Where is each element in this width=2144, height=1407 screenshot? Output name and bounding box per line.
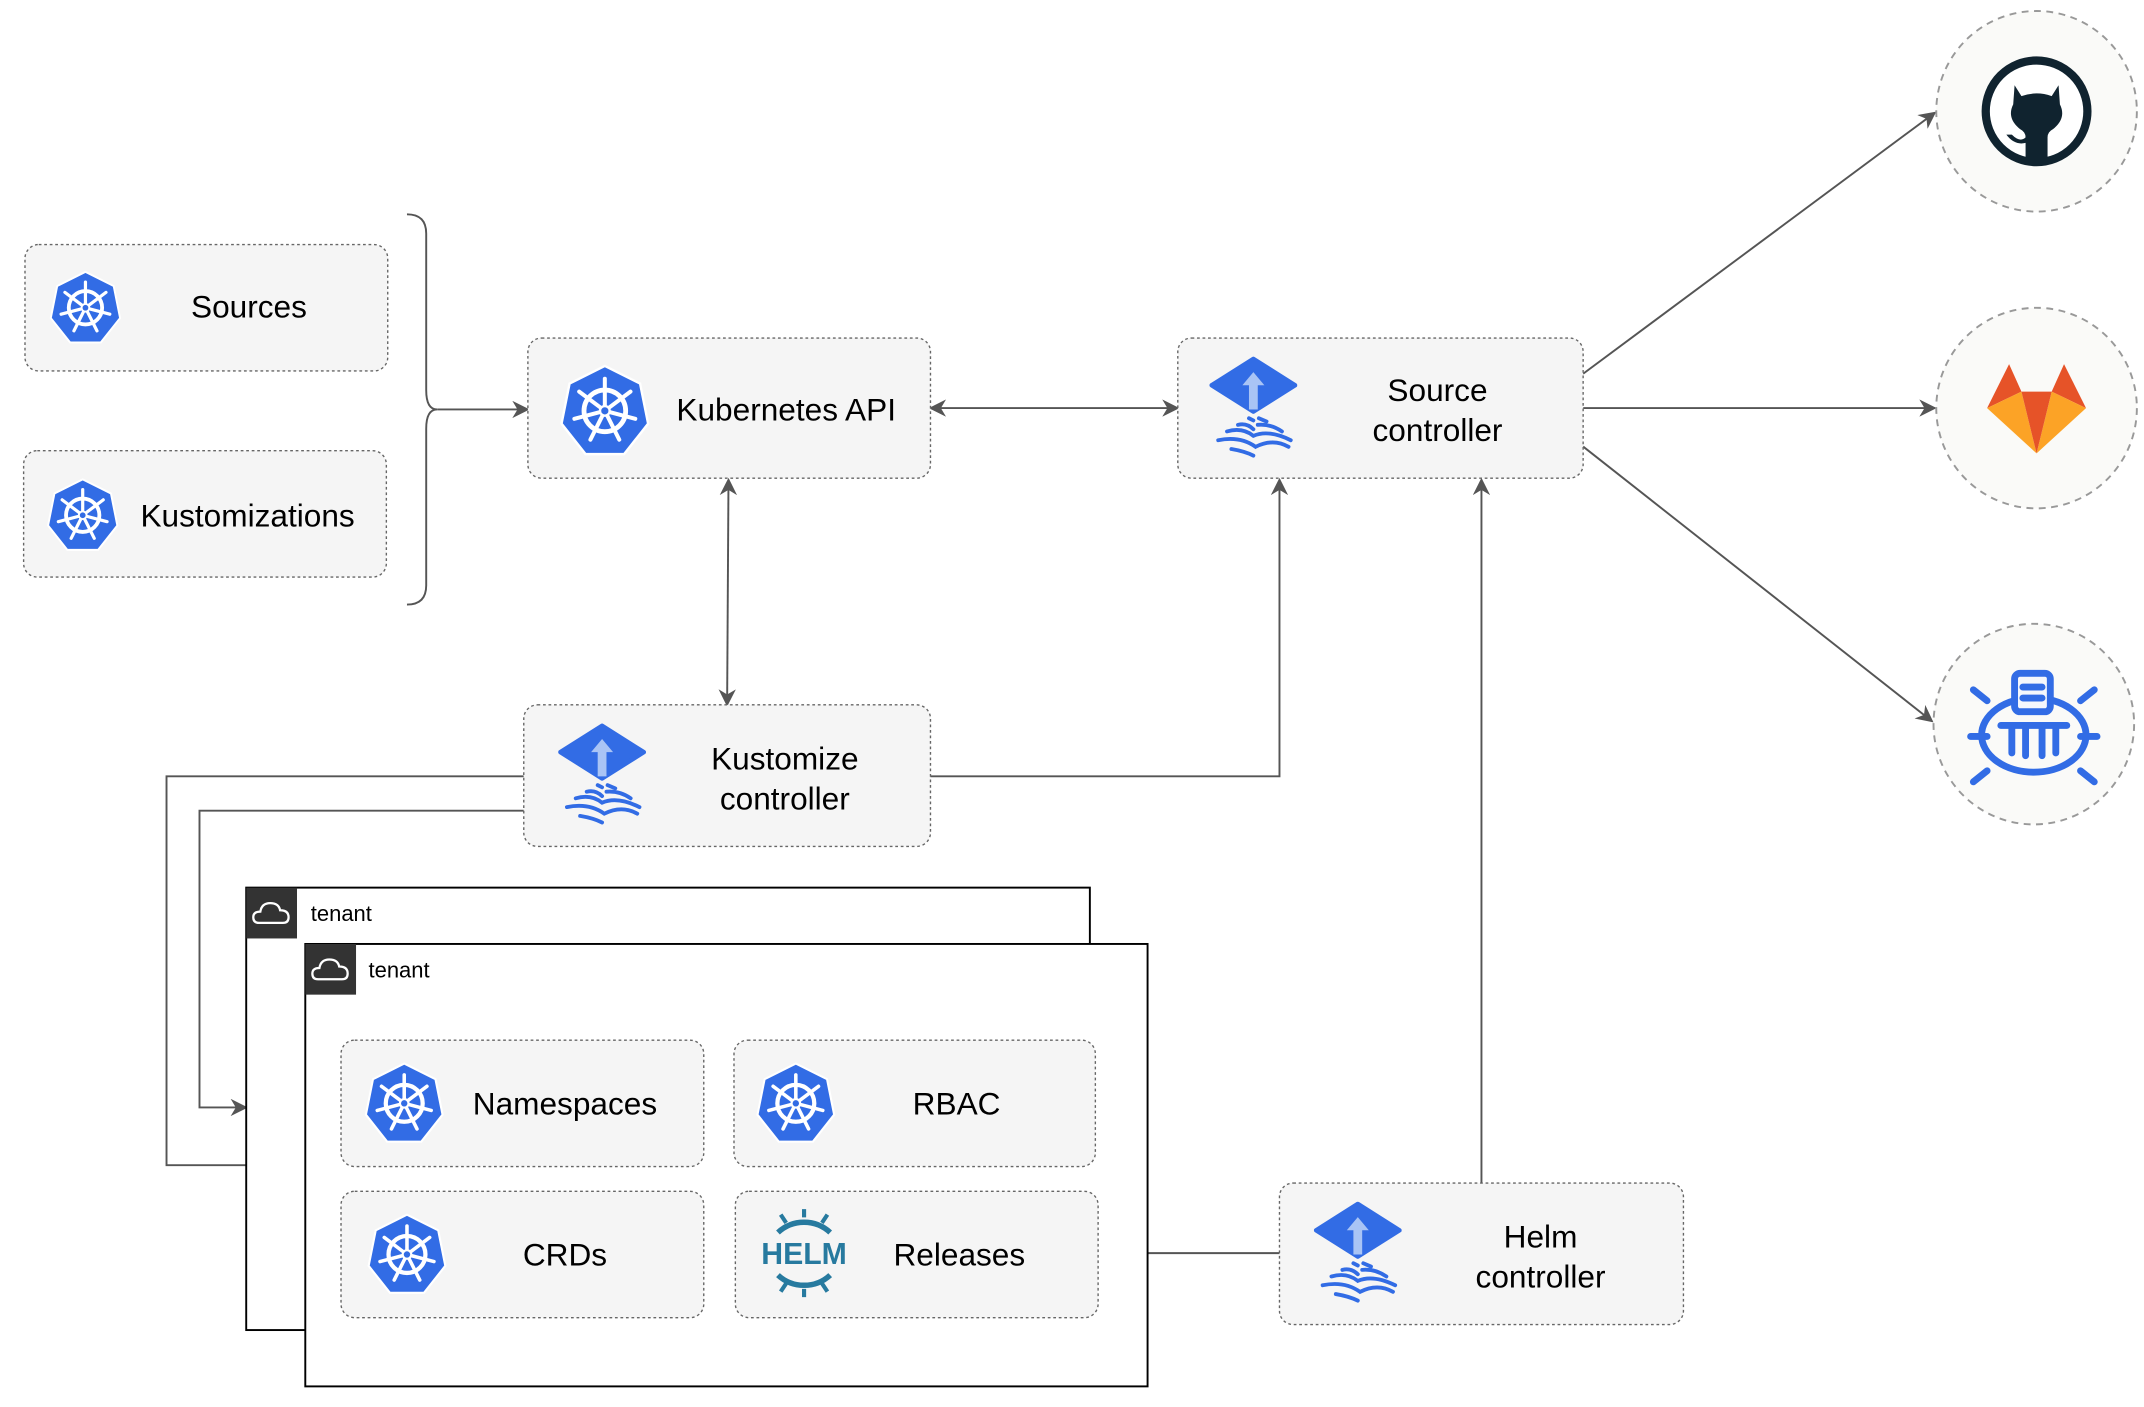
node-label: RBAC (913, 1085, 1001, 1121)
edge-kustomize-to-source (930, 477, 1289, 778)
node-label: Namespaces (473, 1085, 657, 1121)
tenant-group-front[interactable]: tenant Namespaces RBAC CRDs HELM Release… (304, 942, 1149, 1388)
node-label: Releases (893, 1236, 1025, 1272)
node-helm-controller[interactable]: Helm controller (1278, 1182, 1685, 1326)
tenant-label: tenant (311, 901, 372, 926)
node-label: Kustomize (711, 740, 858, 776)
node-label: Kustomizations (140, 497, 354, 533)
node-label: Source (1387, 372, 1487, 408)
node-label: controller (720, 780, 850, 816)
node-github[interactable] (1935, 10, 2138, 213)
cloud-icon (305, 943, 357, 995)
node-releases[interactable]: HELM Releases (734, 1190, 1099, 1319)
bucket-icon (1967, 669, 2101, 786)
gitlab-icon (1987, 364, 2087, 454)
node-source-controller[interactable]: Source controller (1177, 337, 1584, 479)
edge-kustomize-to-tenant-front (165, 775, 524, 1174)
node-kubernetes-api[interactable]: Kubernetes API (527, 337, 932, 479)
node-bucket[interactable] (1932, 622, 2136, 826)
node-sources[interactable]: Sources (24, 243, 389, 372)
node-label: controller (1476, 1258, 1606, 1294)
group-brace (406, 213, 438, 606)
node-rbac[interactable]: RBAC (733, 1039, 1097, 1168)
node-crds[interactable]: CRDs (340, 1190, 705, 1319)
node-gitlab[interactable] (1935, 306, 2138, 510)
node-kustomizations[interactable]: Kustomizations (22, 449, 388, 578)
node-label: controller (1373, 412, 1503, 448)
node-label: CRDs (523, 1236, 607, 1272)
helm-icon: HELM (761, 1209, 847, 1298)
edge-source-to-github (1582, 111, 1937, 375)
edge-source-to-bucket (1582, 445, 1934, 723)
node-kustomize-controller[interactable]: Kustomize controller (523, 704, 932, 848)
tenant-label: tenant (369, 958, 430, 983)
edge-api-kustomize-controller (718, 477, 738, 707)
node-namespaces[interactable]: Namespaces (340, 1039, 705, 1168)
edge-kustomize-to-tenant-back (198, 809, 524, 1117)
svg-text:HELM: HELM (761, 1238, 847, 1271)
node-label: Helm (1504, 1219, 1578, 1255)
node-label: Sources (191, 288, 307, 324)
node-label: Kubernetes API (676, 391, 896, 427)
cloud-icon (246, 887, 298, 939)
github-icon (1981, 56, 2092, 167)
